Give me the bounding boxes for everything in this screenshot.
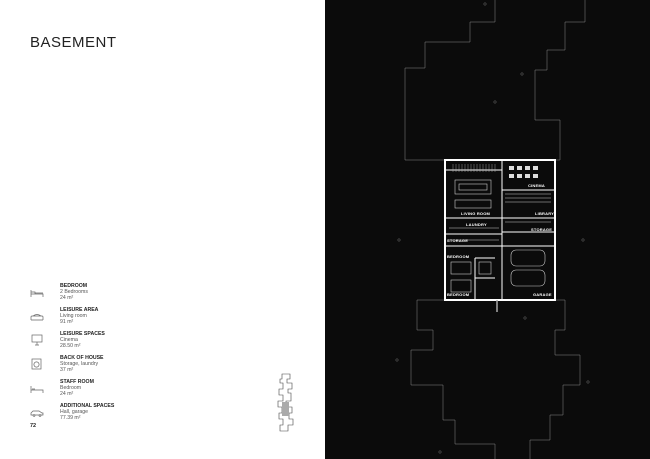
legend-line1: Bedroom xyxy=(60,385,82,392)
stair-hatch xyxy=(452,164,496,172)
storage-shelves xyxy=(449,221,551,241)
living-room-furniture xyxy=(454,179,492,209)
legend-line2: 24 m² xyxy=(60,391,74,398)
interior-walls xyxy=(446,161,554,299)
room-label-storage-left: STORAGE xyxy=(447,238,469,243)
legend-item-back-of-house: BACK OF HOUSE Storage, laundry 37 m² xyxy=(30,355,170,379)
site-outline-top-left xyxy=(404,0,496,161)
room-label-cinema: CINEMA xyxy=(528,183,545,188)
key-plan-thumbnail xyxy=(274,373,298,433)
site-outline-top-right xyxy=(534,0,586,161)
sofa-icon xyxy=(30,309,44,321)
room-label-garage: GARAGE xyxy=(533,292,552,297)
site-outline-bottom-right xyxy=(529,299,581,459)
floor-plan xyxy=(395,0,590,459)
legend-line2: 28.50 m² xyxy=(60,343,81,350)
room-label-laundry: LAUNDRY xyxy=(466,222,487,227)
cinema-seats xyxy=(509,166,538,178)
legend-item-staff-room: STAFF ROOM Bedroom 24 m² xyxy=(30,379,170,403)
legend-line2: 91 m² xyxy=(60,319,74,326)
room-label-library: LIBRARY xyxy=(535,211,555,216)
bedroom-beds xyxy=(450,261,492,293)
legend-title: STAFF ROOM xyxy=(60,379,94,385)
library-shelves xyxy=(505,193,551,203)
car-icon xyxy=(30,405,44,417)
garage-cars xyxy=(510,249,546,287)
legend-item-additional-spaces: ADDITIONAL SPACES Hall, garage 77.39 m² xyxy=(30,403,170,427)
right-page: CINEMA LIVING ROOM LIBRARY LAUNDRY STORA… xyxy=(325,0,650,459)
legend-item-bedroom: BEDROOM 2 Bedrooms 24 m² xyxy=(30,283,170,307)
legend-title: BEDROOM xyxy=(60,283,88,289)
room-label-bedroom-top: BEDROOM xyxy=(447,254,470,259)
legend-line1: Hall, garage xyxy=(60,409,88,416)
legend-line1: Cinema xyxy=(60,337,78,344)
legend-item-leisure-spaces: LEISURE SPACES Cinema 28.50 m² xyxy=(30,331,170,355)
survey-points xyxy=(395,2,590,454)
site-outline-bottom-left xyxy=(410,299,496,459)
page-number: 72 xyxy=(30,423,37,429)
room-label-living-room: LIVING ROOM xyxy=(461,211,491,216)
legend-title: LEISURE AREA xyxy=(60,307,99,313)
single-bed-icon xyxy=(30,381,44,393)
legend-title: ADDITIONAL SPACES xyxy=(60,403,115,409)
legend-line2: 77.39 m² xyxy=(60,415,81,422)
legend-line2: 37 m² xyxy=(60,367,74,374)
washer-icon xyxy=(30,357,44,370)
legend: BEDROOM 2 Bedrooms 24 m² LEISURE AREA Li… xyxy=(30,283,170,427)
bed-icon xyxy=(30,285,44,297)
monitor-icon xyxy=(30,333,44,346)
legend-line1: Storage, laundry xyxy=(60,361,99,368)
legend-item-leisure-area: LEISURE AREA Living room 91 m² xyxy=(30,307,170,331)
left-page: BASEMENT BEDROOM 2 Bedrooms 24 m² LEISUR… xyxy=(30,34,298,433)
building-outline xyxy=(444,159,556,301)
legend-line1: 2 Bedrooms xyxy=(60,289,88,296)
room-label-bedroom-bottom: BEDROOM xyxy=(447,292,470,297)
legend-line1: Living room xyxy=(60,313,87,320)
legend-line2: 24 m² xyxy=(60,295,74,302)
legend-title: LEISURE SPACES xyxy=(60,331,105,337)
legend-title: BACK OF HOUSE xyxy=(60,355,104,361)
page-title: BASEMENT xyxy=(30,34,117,51)
room-label-storage-right: STORAGE xyxy=(531,227,553,232)
